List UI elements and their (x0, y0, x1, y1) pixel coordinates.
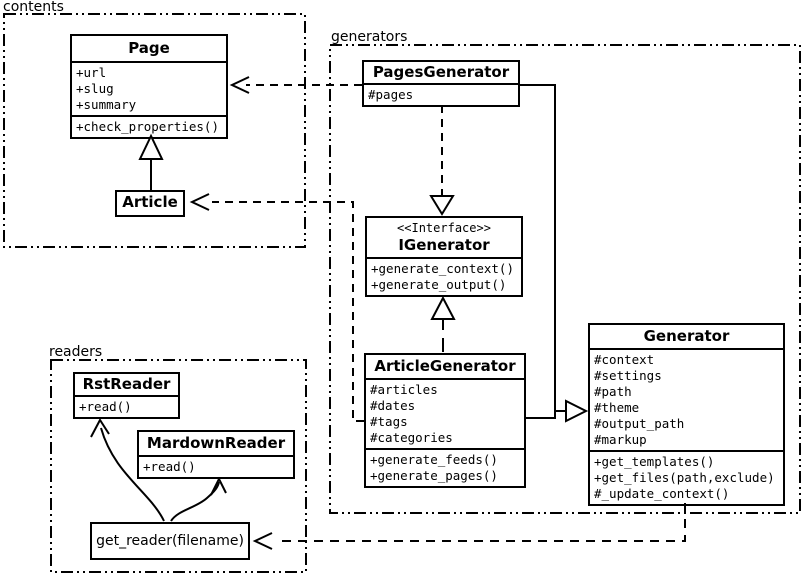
class-attribute: #context (594, 352, 655, 367)
pages-generator-attributes: #pages (364, 83, 518, 105)
get-reader-label: get_reader(filename) (96, 533, 244, 549)
class-method: +generate_output() (371, 277, 507, 292)
mardown-reader-methods: +read() (139, 455, 293, 477)
class-attribute: #markup (594, 432, 647, 447)
function-box-get-reader: get_reader(filename) (90, 522, 250, 560)
class-box-article-generator: ArticleGenerator #articles #dates #tags … (364, 353, 526, 488)
class-title-page: Page (128, 39, 170, 57)
class-attribute: #categories (370, 430, 453, 445)
igenerator-name: IGenerator (398, 236, 490, 254)
interface-stereotype: <<Interface>> (397, 221, 491, 235)
class-title-article-generator: ArticleGenerator (374, 357, 516, 375)
rst-reader-methods: +read() (75, 395, 178, 417)
class-attribute: #theme (594, 400, 640, 415)
article-generator-attributes: #articles #dates #tags #categories (366, 378, 524, 448)
class-method: +check_properties() (76, 119, 219, 134)
class-title-mardown-reader: MardownReader (146, 434, 286, 452)
class-attribute: #articles (370, 382, 438, 397)
class-attribute: #dates (370, 398, 416, 413)
realization-pagesgenerator-to-igenerator (429, 105, 455, 216)
package-label-contents: contents (3, 0, 64, 15)
realization-articlegenerator-to-igenerator (430, 295, 456, 352)
class-title-igenerator: <<Interface>> IGenerator (367, 218, 521, 257)
article-generator-methods: +generate_feeds() +generate_pages() (366, 448, 524, 486)
class-box-rst-reader: RstReader +read() (73, 372, 180, 419)
arrow-getreader-to-mardownreader (170, 476, 227, 522)
class-box-article: Article (115, 190, 185, 217)
class-attribute: +slug (76, 81, 114, 96)
dependency-pagesgenerator-to-page (229, 76, 362, 94)
class-attribute: #output_path (594, 416, 685, 431)
class-box-page: Page +url +slug +summary +check_properti… (70, 34, 228, 139)
class-attribute: #pages (368, 87, 414, 102)
class-method: +generate_feeds() (370, 452, 498, 467)
class-attribute: #settings (594, 368, 662, 383)
class-attribute: +url (76, 65, 107, 80)
generator-methods: +get_templates() +get_files(path,exclude… (590, 450, 783, 504)
inheritance-generators-to-generator (520, 84, 589, 423)
package-label-generators: generators (331, 29, 408, 45)
page-methods: +check_properties() (72, 115, 226, 137)
class-box-mardown-reader: MardownReader +read() (137, 430, 295, 479)
class-title-article: Article (122, 193, 178, 211)
class-box-igenerator: <<Interface>> IGenerator +generate_conte… (365, 216, 523, 297)
package-label-readers: readers (49, 344, 103, 360)
class-box-pages-generator: PagesGenerator #pages (362, 60, 520, 107)
generator-attributes: #context #settings #path #theme #output_… (590, 348, 783, 450)
dependency-generator-to-getreader (252, 503, 686, 550)
class-title-rst-reader: RstReader (82, 375, 171, 393)
class-attribute: #tags (370, 414, 408, 429)
class-method: +get_files(path,exclude) (594, 470, 775, 485)
class-attribute: #path (594, 384, 632, 399)
class-method: +generate_pages() (370, 468, 498, 483)
class-attribute: +summary (76, 97, 137, 112)
class-method: #_update_context() (594, 486, 730, 501)
class-title-pages-generator: PagesGenerator (372, 63, 510, 81)
inheritance-article-to-page (138, 133, 164, 190)
class-method: +get_templates() (594, 454, 715, 469)
class-method: +read() (143, 459, 196, 474)
dependency-articlegenerator-to-article (189, 193, 364, 422)
class-box-generator: Generator #context #settings #path #them… (588, 323, 785, 506)
class-method: +read() (79, 399, 132, 414)
igenerator-methods: +generate_context() +generate_output() (367, 257, 521, 295)
page-attributes: +url +slug +summary (72, 61, 226, 115)
class-method: +generate_context() (371, 261, 514, 276)
class-title-generator: Generator (643, 327, 730, 345)
